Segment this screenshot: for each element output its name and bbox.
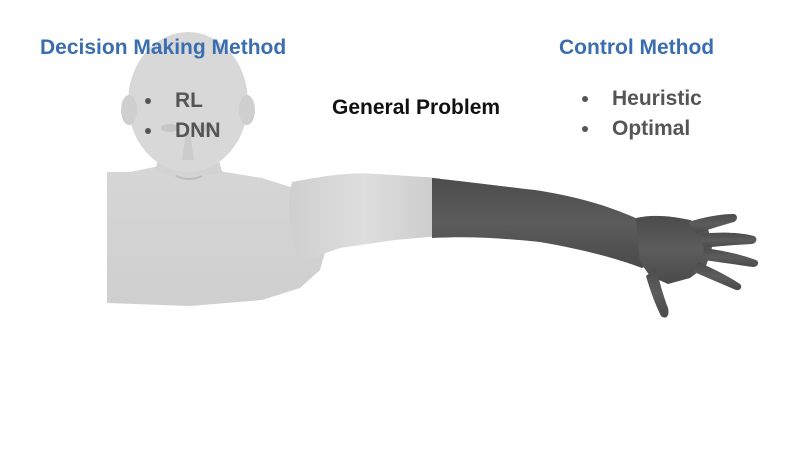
general-problem-title: General Problem: [332, 96, 501, 119]
bullet-dot-icon: [145, 128, 151, 134]
upper-arm: [289, 173, 440, 262]
decision-making-heading: Decision Making Method: [40, 36, 287, 59]
control-method-heading: Control Method: [559, 36, 715, 59]
list-item-label: Optimal: [612, 117, 691, 140]
list-item-label: RL: [175, 89, 203, 112]
list-item-label: DNN: [175, 119, 221, 142]
bullet-dot-icon: [582, 126, 588, 132]
head: [121, 32, 255, 180]
list-item-label: Heuristic: [612, 87, 702, 110]
bullet-dot-icon: [145, 98, 151, 104]
bullet-dot-icon: [582, 96, 588, 102]
forearm-and-hand: [432, 178, 759, 318]
